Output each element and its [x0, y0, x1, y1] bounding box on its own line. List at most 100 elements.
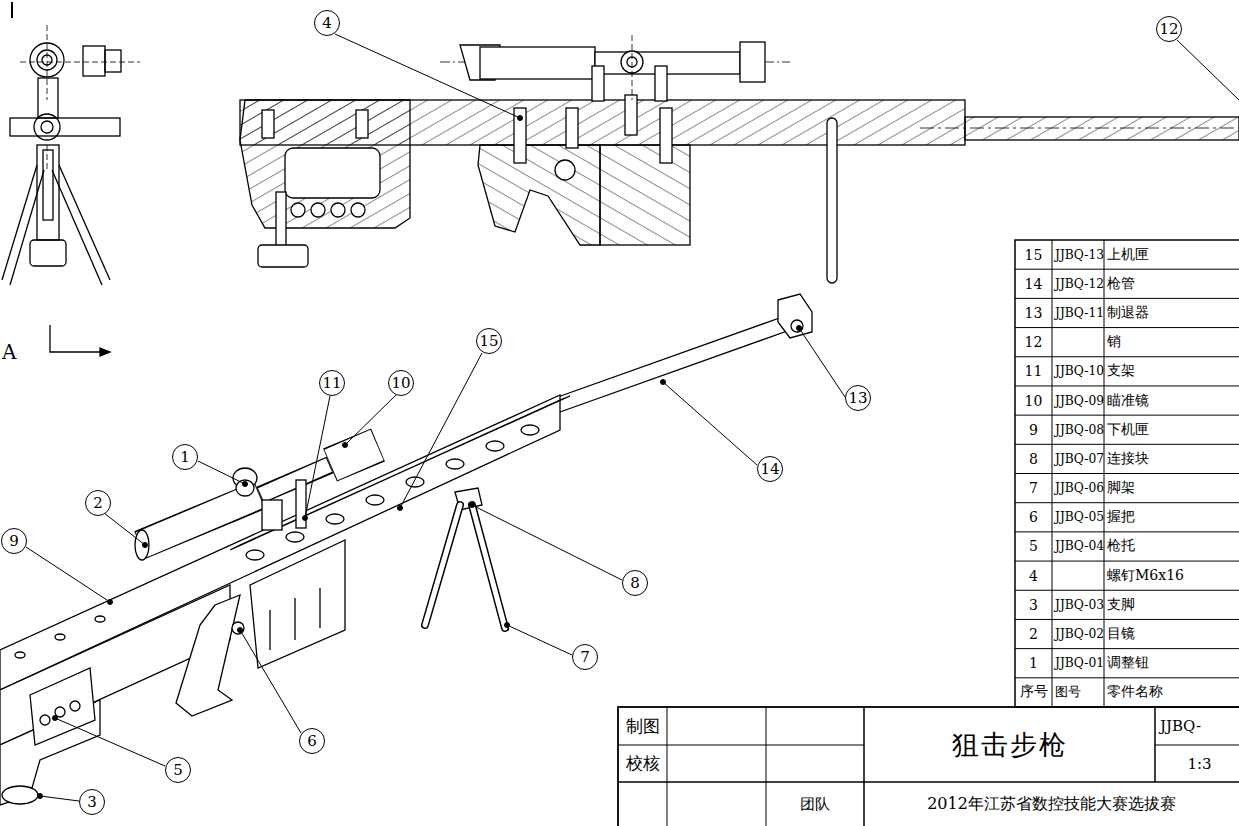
- callout-number: 3: [87, 793, 97, 811]
- callout-number: 10: [391, 374, 410, 392]
- callout-number: 15: [479, 332, 498, 350]
- table-cell: 9: [1015, 415, 1052, 444]
- table-row-line: [1015, 619, 1239, 620]
- callout-circle: 5: [165, 757, 191, 783]
- table-row-line: [1015, 648, 1239, 649]
- table-cell: 12: [1015, 328, 1052, 357]
- callout-circle: 7: [572, 644, 598, 670]
- isometric-view: [0, 294, 812, 805]
- callout-circle: 9: [1, 528, 27, 554]
- callout-circle: 6: [299, 728, 325, 754]
- table-cell: 8: [1015, 444, 1052, 473]
- title-block-cell: 团队: [766, 782, 864, 826]
- table-cell: JJBQ-03: [1055, 590, 1104, 619]
- table-cell: JJBQ-08: [1055, 415, 1104, 444]
- callout-number: 14: [760, 460, 779, 478]
- table-cell: JJBQ-01: [1055, 649, 1104, 678]
- callout-number: 13: [848, 389, 867, 407]
- callout-circle: 12: [1156, 16, 1182, 42]
- callout-circle: 11: [319, 370, 345, 396]
- table-cell: 1: [1015, 649, 1052, 678]
- table-row-line: [1015, 269, 1239, 270]
- table-row-line: [1015, 415, 1239, 416]
- table-cell: 支架: [1107, 357, 1239, 386]
- table-cell: 15: [1015, 240, 1052, 269]
- table-cell: 销: [1107, 328, 1239, 357]
- callout-number: 4: [322, 14, 332, 32]
- table-header: 零件名称: [1107, 678, 1239, 707]
- callout-circle: 8: [622, 570, 648, 596]
- table-cell: 调整钮: [1107, 649, 1239, 678]
- table-cell: JJBQ-11: [1055, 298, 1104, 327]
- table-row-line: [1015, 327, 1239, 328]
- table-header: 图号: [1055, 678, 1104, 707]
- table-cell: 7: [1015, 474, 1052, 503]
- table-row-line: [1015, 298, 1239, 299]
- callout-circle: 4: [314, 10, 340, 36]
- competition-name: 2012年江苏省数控技能大赛选拔赛: [864, 782, 1239, 826]
- table-cell: 5: [1015, 532, 1052, 561]
- table-row-line: [1015, 502, 1239, 503]
- table-cell: 11: [1015, 357, 1052, 386]
- table-row-line: [1015, 590, 1239, 591]
- table-cell: 3: [1015, 590, 1052, 619]
- table-cell: 握把: [1107, 503, 1239, 532]
- table-cell: JJBQ-05: [1055, 503, 1104, 532]
- table-cell: 下机匣: [1107, 415, 1239, 444]
- table-cell: 螺钉M6x16: [1107, 561, 1239, 590]
- table-cell: 枪托: [1107, 532, 1239, 561]
- table-cell: JJBQ-02: [1055, 619, 1104, 648]
- table-cell: JJBQ-13: [1055, 240, 1104, 269]
- callout-number: 2: [93, 494, 103, 512]
- table-cell: JJBQ-04: [1055, 532, 1104, 561]
- callout-number: 1: [180, 448, 190, 466]
- callout-number: 6: [307, 732, 317, 750]
- callout-number: 7: [580, 648, 590, 666]
- table-cell: 瞄准镜: [1107, 386, 1239, 415]
- callout-number: 9: [9, 532, 19, 550]
- callout-number: 8: [630, 574, 640, 592]
- table-cell: 支脚: [1107, 590, 1239, 619]
- title-block-cell: 校核: [618, 745, 667, 782]
- table-cell: 目镜: [1107, 619, 1239, 648]
- view-label: A: [2, 338, 22, 366]
- table-cell: JJBQ-07: [1055, 444, 1104, 473]
- callout-circle: 10: [388, 370, 414, 396]
- drawing-title: 狙击步枪: [864, 707, 1155, 782]
- table-row-line: [1015, 677, 1239, 678]
- table-cell: JJBQ-06: [1055, 474, 1104, 503]
- table-cell: 4: [1015, 561, 1052, 590]
- section-view: [2, 2, 1239, 356]
- table-cell: 10: [1015, 386, 1052, 415]
- table-cell: 上机匣: [1107, 240, 1239, 269]
- callout-circle: 1: [172, 444, 198, 470]
- table-row-line: [1015, 356, 1239, 357]
- drawing-number: JJBQ-: [1160, 707, 1239, 745]
- callout-circle: 3: [79, 789, 105, 815]
- table-cell: 13: [1015, 298, 1052, 327]
- table-cell: 脚架: [1107, 474, 1239, 503]
- leader-lines: [26, 34, 1239, 801]
- table-row-line: [1015, 531, 1239, 532]
- table-cell: 连接块: [1107, 444, 1239, 473]
- callout-circle: 15: [476, 328, 502, 354]
- table-row-line: [1015, 385, 1239, 386]
- callout-number: 11: [322, 374, 341, 392]
- table-cell: JJBQ-09: [1055, 386, 1104, 415]
- table-cell: JJBQ-12: [1055, 269, 1104, 298]
- table-row-line: [1015, 444, 1239, 445]
- table-row-line: [1015, 473, 1239, 474]
- callout-circle: 2: [85, 490, 111, 516]
- table-cell: 2: [1015, 619, 1052, 648]
- table-cell: JJBQ-10: [1055, 357, 1104, 386]
- callout-circle: 14: [757, 456, 783, 482]
- table-header: 序号: [1015, 678, 1052, 707]
- title-block-cell: 制图: [618, 707, 667, 745]
- scale: 1:3: [1160, 745, 1239, 782]
- table-grid: [618, 240, 1239, 826]
- callout-number: 5: [173, 761, 183, 779]
- table-cell: 制退器: [1107, 298, 1239, 327]
- table-cell: 枪管: [1107, 269, 1239, 298]
- callout-circle: 13: [845, 385, 871, 411]
